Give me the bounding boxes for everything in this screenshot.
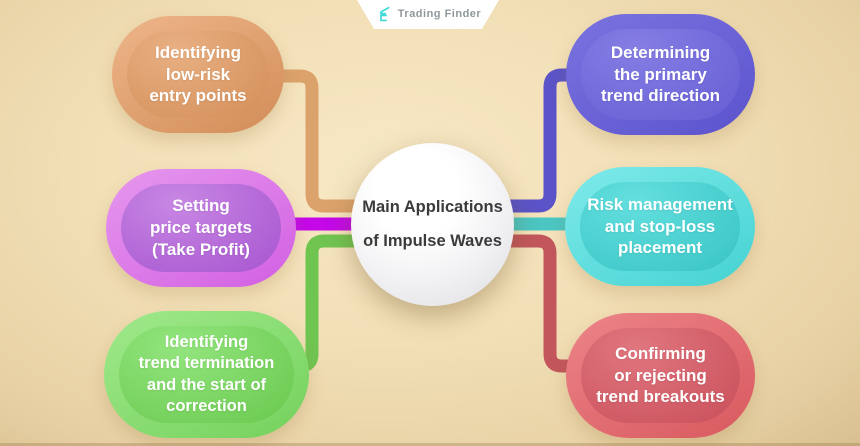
node-inner: Determining the primary trend direction: [581, 29, 740, 120]
node-text-line: Determining: [610, 42, 711, 62]
logo-label: Trading Finder: [397, 7, 482, 20]
node-text-line: entry points: [149, 86, 247, 106]
node-text-line: Setting: [172, 196, 230, 216]
node-text-line: and the start of: [146, 375, 267, 394]
node-text-line: trend direction: [600, 86, 720, 106]
node-text-line: Identifying: [164, 333, 249, 352]
center-title-line2: of Impulse Waves: [363, 232, 502, 250]
node-text-line: price targets: [149, 218, 253, 238]
node-text-line: placement: [617, 238, 703, 258]
node-inner: Confirming or rejecting trend breakouts: [581, 328, 740, 423]
logo-badge: Trading Finder: [357, 0, 499, 29]
center-title-circle: Main Applications of Impulse Waves: [351, 143, 514, 306]
tradingfinder-logo-icon: [379, 6, 390, 22]
node-determining-primary-trend-direction: Determining the primary trend direction: [566, 14, 755, 135]
connector-trend-direction: [480, 68, 584, 213]
node-identifying-trend-termination: Identifying trend termination and the st…: [104, 311, 309, 438]
node-risk-management-stop-loss: Risk management and stop-loss placement: [565, 167, 755, 286]
node-text-line: Identifying: [155, 42, 241, 62]
node-text-line: correction: [166, 396, 247, 415]
node-text-line: Confirming: [615, 343, 706, 363]
node-identifying-low-risk-entry-points: Identifying low-risk entry points: [112, 16, 284, 133]
node-text-line: (Take Profit): [152, 239, 250, 259]
node-text-line: low-risk: [165, 64, 231, 84]
node-text-line: the primary: [614, 64, 707, 84]
node-setting-price-targets: Setting price targets (Take Profit): [106, 169, 296, 287]
node-text-line: trend termination: [138, 354, 275, 373]
node-inner: Identifying low-risk entry points: [127, 31, 269, 118]
node-text-line: Risk management: [587, 194, 733, 214]
connector-trend-breakouts: [480, 234, 584, 373]
node-text-line: and stop-loss: [604, 216, 716, 236]
node-confirming-rejecting-breakouts: Confirming or rejecting trend breakouts: [566, 313, 755, 438]
node-inner: Risk management and stop-loss placement: [580, 182, 740, 271]
node-text-line: trend breakouts: [596, 387, 725, 407]
node-text-line: or rejecting: [614, 365, 707, 385]
bottom-edge-strip: [0, 443, 860, 446]
node-inner: Identifying trend termination and the st…: [119, 326, 294, 423]
node-inner: Setting price targets (Take Profit): [121, 184, 281, 272]
center-title-line1: Main Applications: [362, 198, 503, 216]
connector-entry-points: [276, 69, 380, 213]
